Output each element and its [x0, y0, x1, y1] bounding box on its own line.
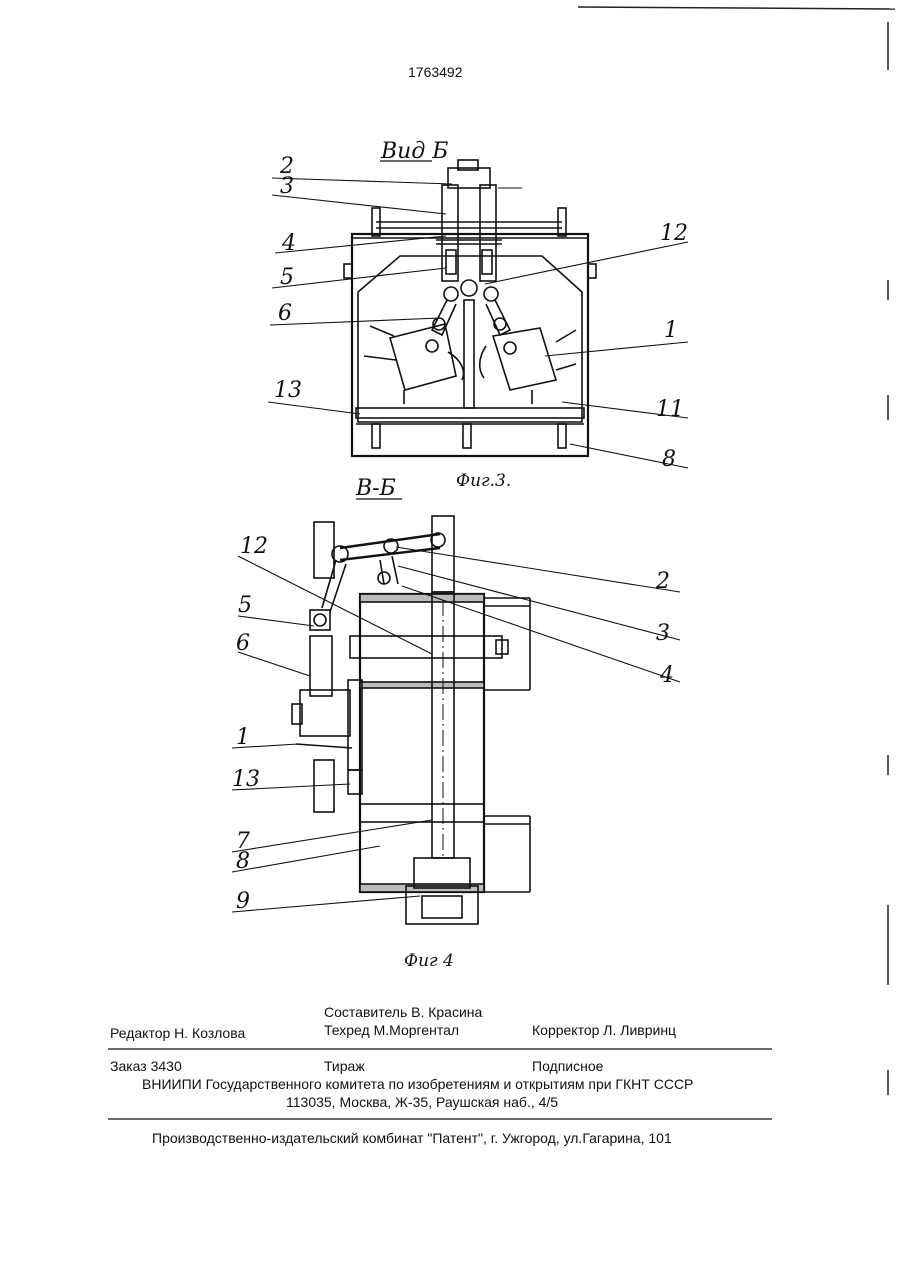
imprint-compiler: Составитель В. Красина [324, 1004, 482, 1020]
fig3-callout-13: 13 [274, 378, 302, 403]
imprint-order: Заказ 3430 [110, 1058, 182, 1074]
figure-3-labels: Вид Б Фиг.3. 2 3 4 5 6 13 12 1 11 8 [274, 139, 688, 491]
fig3-caption: Фиг.3. [456, 471, 511, 491]
imprint-subscription: Подписное [532, 1058, 603, 1074]
fig3-callout-3: 3 [280, 174, 294, 199]
fig4-caption: Фиг 4 [404, 951, 454, 971]
fig4-callout-12: 12 [240, 534, 268, 559]
fig3-callout-8: 8 [662, 447, 676, 472]
fig3-callout-4: 4 [281, 231, 296, 256]
fig3-callout-11: 11 [656, 397, 684, 422]
fig3-callout-1: 1 [664, 318, 678, 343]
figure-3 [268, 160, 688, 468]
imprint-corrector: Корректор Л. Ливринц [532, 1022, 676, 1038]
fig3-callout-5: 5 [280, 265, 294, 290]
imprint-address: 113035, Москва, Ж-35, Раушская наб., 4/5 [286, 1094, 558, 1110]
fig4-section-title: В-Б [355, 476, 396, 501]
imprint-tech-editor: Техред М.Моргентал [324, 1022, 459, 1038]
imprint-circulation: Тираж [324, 1058, 365, 1074]
fig4-callout-4: 4 [659, 663, 674, 688]
fig3-view-title: Вид Б [380, 139, 448, 164]
fig4-callout-3: 3 [656, 621, 670, 646]
fig4-callout-13: 13 [232, 767, 260, 792]
fig4-callout-5: 5 [238, 593, 252, 618]
figure-4 [232, 499, 680, 924]
imprint-editor: Редактор Н. Козлова [110, 1025, 245, 1041]
imprint-institute: ВНИИПИ Государственного комитета по изоб… [142, 1076, 693, 1092]
fig4-callout-1: 1 [236, 725, 250, 750]
scan-edge-marks [578, 7, 895, 1095]
imprint-publisher: Производственно-издательский комбинат "П… [152, 1130, 672, 1146]
fig4-callout-9: 9 [236, 889, 250, 914]
fig3-callout-12: 12 [660, 221, 688, 246]
fig3-callout-6: 6 [278, 301, 292, 326]
fig4-callout-6: 6 [236, 631, 250, 656]
fig4-callout-2: 2 [655, 569, 670, 594]
fig4-callout-8: 8 [236, 849, 250, 874]
